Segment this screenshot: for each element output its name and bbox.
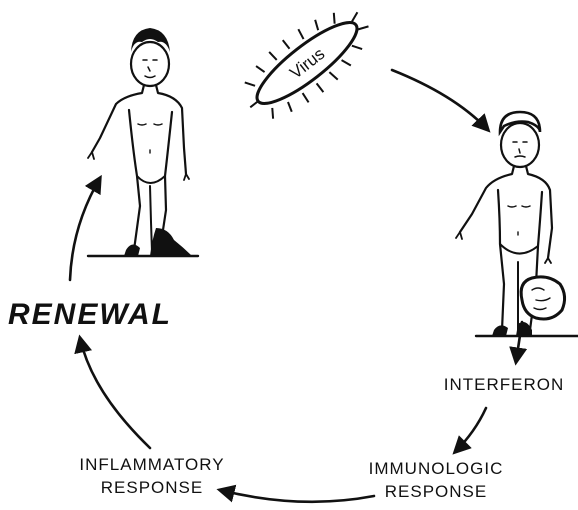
immunologic-label-line2: RESPONSE <box>385 482 487 501</box>
interferon-cell <box>521 277 564 319</box>
arrow-interferon-to-immunologic <box>455 408 486 452</box>
immunologic-label-line1: IMMUNOLOGIC <box>369 459 504 478</box>
arrow-inflammatory-to-renewal <box>80 338 150 448</box>
arrow-virus-to-child <box>392 70 488 130</box>
healthy-child-figure <box>88 28 198 256</box>
virus-figure: Virus <box>230 0 383 133</box>
inflammatory-label-line1: INFLAMMATORY <box>79 455 224 474</box>
arrow-renewal-to-child <box>70 178 100 280</box>
inflammatory-label-line2: RESPONSE <box>101 478 203 497</box>
renewal-label: RENEWAL <box>8 298 172 331</box>
arrow-immunologic-to-inflammatory <box>220 490 374 502</box>
interferon-label: INTERFERON <box>444 375 565 394</box>
